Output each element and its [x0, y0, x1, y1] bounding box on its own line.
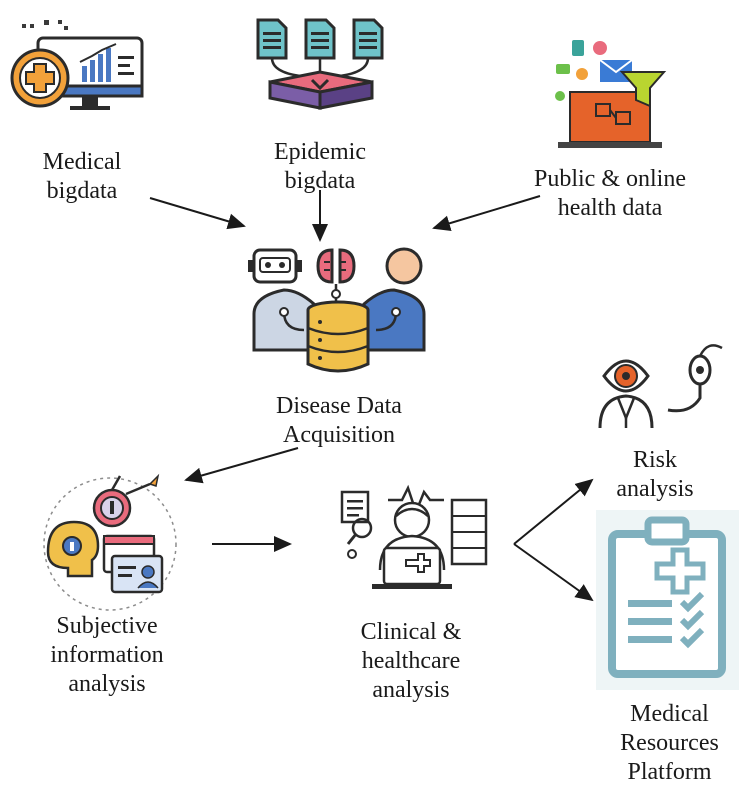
- clinical-line3: analysis: [372, 677, 450, 703]
- resources-line3: Platform: [627, 759, 712, 785]
- arrow-clinical-to-resources: [513, 543, 594, 602]
- arrow-medical-to-acquisition: [149, 197, 246, 230]
- eye-inspector-icon: [598, 344, 723, 429]
- risk-line1: Risk: [632, 447, 677, 473]
- medical-bigdata-label: Medical bigdata: [22, 148, 142, 206]
- laptop-data-funnel-icon: [555, 40, 667, 148]
- subjective-line1: Subjective: [56, 613, 158, 639]
- epidemic-bigdata-line2: bigdata: [284, 168, 356, 194]
- subjective-label: Subjective information analysis: [22, 612, 192, 699]
- subjective-line3: analysis: [68, 671, 146, 697]
- doctor-laptop-icon: [340, 484, 488, 589]
- acquisition-label: Disease Data Acquisition: [244, 392, 434, 450]
- resources-label: Medical Resources Platform: [600, 700, 739, 787]
- documents-funnel-icon: [256, 18, 384, 110]
- epidemic-bigdata-label: Epidemic bigdata: [254, 138, 386, 196]
- risk-analysis-label: Risk analysis: [600, 446, 710, 504]
- clinical-line1: Clinical &: [360, 619, 462, 645]
- resources-line1: Medical: [630, 701, 709, 727]
- resources-line2: Resources: [620, 730, 719, 756]
- user-target-icon: [43, 473, 177, 611]
- acquisition-line2: Acquisition: [283, 422, 395, 448]
- medical-monitor-icon: [10, 20, 144, 110]
- epidemic-bigdata-line1: Epidemic: [274, 139, 366, 165]
- public-online-line2: health data: [557, 195, 663, 221]
- clinical-line2: healthcare: [361, 648, 461, 674]
- acquisition-line1: Disease Data: [276, 393, 402, 419]
- medical-bigdata-line2: bigdata: [46, 178, 118, 204]
- arrow-public-to-acquisition: [432, 195, 541, 232]
- clinical-label: Clinical & healthcare analysis: [336, 618, 486, 705]
- subjective-line2: information: [50, 642, 164, 668]
- clipboard-checklist-icon: [596, 510, 739, 690]
- arrow-acquisition-to-subjective: [184, 447, 299, 484]
- medical-bigdata-line1: Medical: [42, 149, 122, 175]
- arrow-clinical-to-risk: [513, 478, 594, 545]
- flow-arrows: [149, 190, 594, 602]
- public-online-label: Public & online health data: [500, 165, 720, 223]
- ai-database-icon: [248, 247, 426, 373]
- risk-line2: analysis: [616, 476, 694, 502]
- public-online-line1: Public & online: [534, 166, 686, 192]
